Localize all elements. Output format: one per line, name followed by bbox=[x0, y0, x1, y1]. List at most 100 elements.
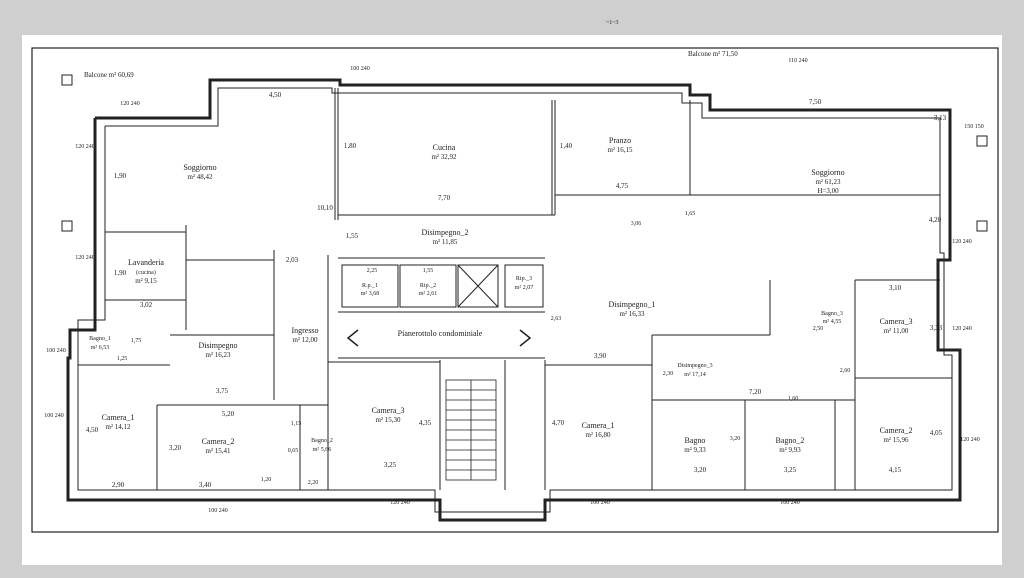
room-name: Camera_2 bbox=[880, 426, 913, 435]
wall-tag: 120 240 bbox=[75, 144, 95, 150]
wall-tag: 120 240 bbox=[952, 239, 972, 245]
dim-label: 3,02 bbox=[140, 301, 153, 309]
dim-label: 7,70 bbox=[438, 194, 451, 202]
wall-tag: 120 240 bbox=[952, 326, 972, 332]
dim-label: 10,10 bbox=[317, 204, 333, 212]
room-name: Camera_2 bbox=[202, 437, 235, 446]
wall-tag: 100 240 bbox=[350, 66, 370, 72]
dim-label: 4,50 bbox=[269, 91, 282, 99]
room-area: m² 9,93 bbox=[779, 446, 801, 454]
dim-label: 3,90 bbox=[594, 352, 607, 360]
wall-tag: 120 240 bbox=[960, 437, 980, 443]
room-name: Soggiorno bbox=[183, 163, 216, 172]
dim-label: 3,13 bbox=[934, 114, 947, 122]
inner-walls bbox=[77, 87, 953, 513]
dim-label: 4,05 bbox=[930, 429, 943, 437]
header-scribble: ~1~3 bbox=[606, 20, 619, 26]
room-area: m² 12,00 bbox=[292, 336, 318, 344]
room-name: Camera_3 bbox=[880, 317, 913, 326]
wall-tag: 150 150 bbox=[964, 124, 984, 130]
room-area: m² 3,68 bbox=[361, 291, 379, 297]
dim-label: 3,20 bbox=[730, 436, 741, 442]
stairwell bbox=[445, 379, 497, 481]
room-area: m² 2,61 bbox=[419, 291, 437, 297]
dim-label: 7,20 bbox=[749, 388, 762, 396]
dim-label: 1,20 bbox=[261, 477, 272, 483]
dim-label: 2,90 bbox=[112, 481, 125, 489]
room-area: m² 15,30 bbox=[375, 416, 401, 424]
room-area: m² 4,55 bbox=[823, 319, 841, 325]
dim-label: 3,20 bbox=[694, 466, 707, 474]
room-name: Camera_1 bbox=[582, 421, 615, 430]
dim-label: 2,63 bbox=[551, 316, 562, 322]
dim-label: 3,40 bbox=[199, 481, 212, 489]
room-name: Camera_1 bbox=[102, 413, 135, 422]
dim-label: 3,20 bbox=[169, 444, 182, 452]
room-area: m² 15,41 bbox=[205, 447, 231, 455]
dim-label: 3,33 bbox=[930, 324, 943, 332]
column-markers bbox=[61, 74, 988, 232]
room-area: m² 16,33 bbox=[619, 310, 645, 318]
room-name: Bagno bbox=[685, 436, 706, 445]
dim-label: 4,70 bbox=[552, 419, 565, 427]
lift-shafts bbox=[341, 264, 544, 308]
room-area: m² 5,66 bbox=[313, 447, 331, 453]
room-area: m² 16,80 bbox=[585, 431, 611, 439]
room-subname: (cucina) bbox=[136, 269, 156, 276]
room-name: Bagno_3 bbox=[821, 311, 843, 317]
dim-label: 1,80 bbox=[344, 142, 357, 150]
room-height: H=3,00 bbox=[817, 187, 839, 195]
room-area: m² 14,12 bbox=[105, 423, 131, 431]
dim-label: 1,60 bbox=[788, 396, 799, 402]
dim-label: 1,40 bbox=[560, 142, 573, 150]
room-area: m² 9,15 bbox=[135, 277, 157, 285]
dim-label: 4,50 bbox=[86, 426, 99, 434]
dim-label: 4,20 bbox=[929, 216, 942, 224]
wall-tag: 100 240 bbox=[44, 413, 64, 419]
dim-label: 1,90 bbox=[114, 172, 127, 180]
landing-arrows bbox=[346, 329, 532, 347]
dim-label: 7,50 bbox=[809, 98, 822, 106]
dim-label: 3,75 bbox=[216, 387, 229, 395]
dim-label: 2,60 bbox=[840, 368, 851, 374]
room-name: Bagno_1 bbox=[89, 336, 111, 342]
room-name: Camera_3 bbox=[372, 406, 405, 415]
dim-label: 2,03 bbox=[286, 256, 299, 264]
wall-tag: 100 240 bbox=[780, 500, 800, 506]
room-labels: Soggiorno m² 48,42 Cucina m² 32,92 Pranz… bbox=[89, 136, 912, 455]
dim-label: 1,15 bbox=[291, 421, 302, 427]
dim-label: 3,25 bbox=[384, 461, 397, 469]
room-area: m² 32,92 bbox=[431, 153, 457, 161]
wall-tag: 120 240 bbox=[390, 500, 410, 506]
room-name: Soggiorno bbox=[811, 168, 844, 177]
room-name: Bagno_2 bbox=[776, 436, 805, 445]
room-area: m² 2,07 bbox=[515, 285, 533, 291]
room-area: m² 11,00 bbox=[884, 327, 909, 335]
dim-label: 0,65 bbox=[288, 448, 299, 454]
room-area: m² 15,96 bbox=[883, 436, 909, 444]
dim-label: 2,25 bbox=[367, 268, 378, 274]
room-area: m² 9,33 bbox=[684, 446, 706, 454]
outer-frame bbox=[31, 47, 999, 533]
dim-label: 1,90 bbox=[114, 269, 127, 277]
room-name: Disimpegno_2 bbox=[421, 228, 468, 237]
wall-tags: 120 240 120 240 100 240 100 240 120 240 … bbox=[44, 58, 984, 514]
dim-label: 3,06 bbox=[631, 221, 642, 227]
outer-walls bbox=[66, 78, 962, 522]
dim-label: 1,75 bbox=[131, 338, 142, 344]
balcony-right-label: Balcone m² 71,50 bbox=[688, 50, 738, 58]
room-name: Ingresso bbox=[291, 326, 318, 335]
dim-label: 3,10 bbox=[889, 284, 902, 292]
dim-label: 4,35 bbox=[419, 419, 432, 427]
dim-label: 2,20 bbox=[308, 480, 319, 486]
dim-label: 2,30 bbox=[663, 371, 674, 377]
wall-tag: 100 240 bbox=[46, 348, 66, 354]
room-area: m² 11,85 bbox=[433, 238, 458, 246]
room-area: m² 16,23 bbox=[205, 351, 231, 359]
wall-tag: 120 240 bbox=[120, 101, 140, 107]
landing-label: Pianerottolo condominiale bbox=[398, 329, 483, 338]
dim-label: 1,65 bbox=[685, 211, 696, 217]
dim-label: 1,25 bbox=[117, 356, 128, 362]
